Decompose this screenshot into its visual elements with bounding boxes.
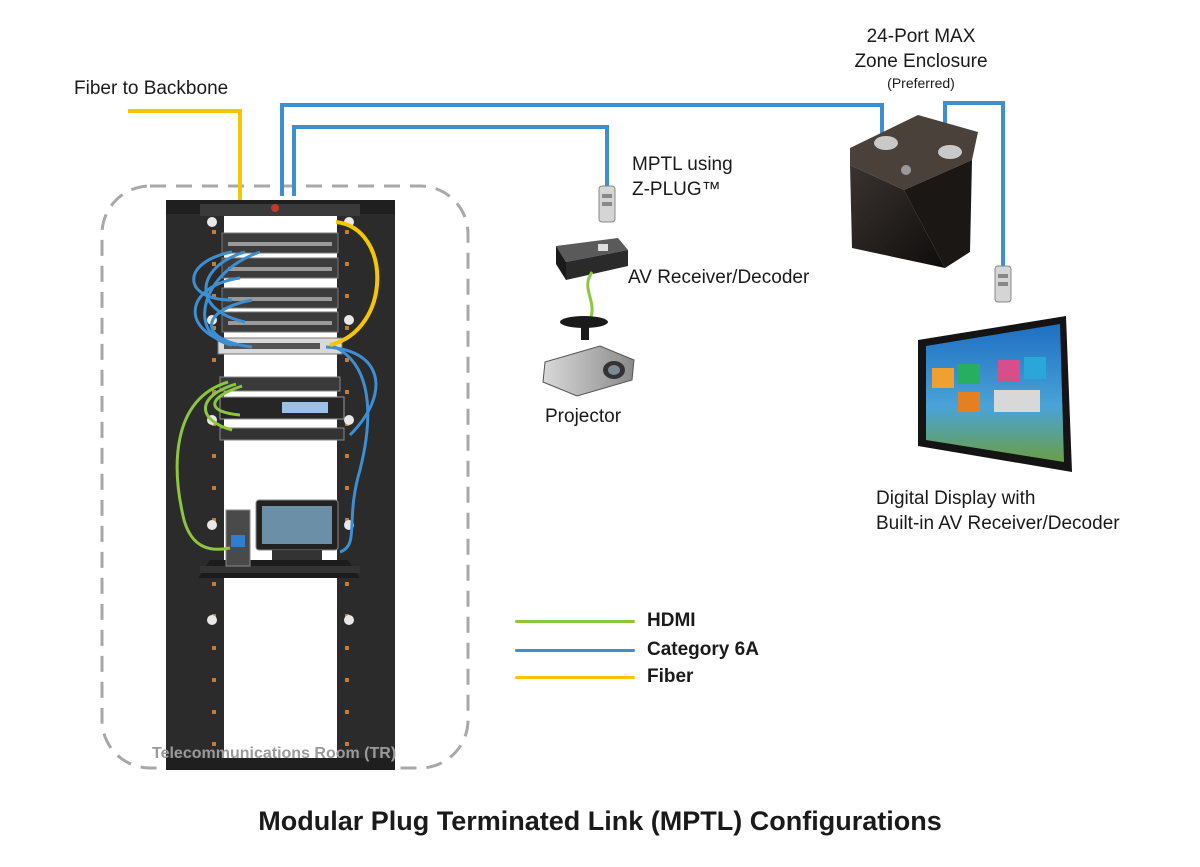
patch-panel-1	[221, 232, 339, 254]
mptl-label: MPTL using Z-PLUG™	[632, 152, 733, 202]
display-plug-connector	[994, 265, 1012, 303]
patch-panel-4	[221, 311, 339, 333]
legend-label-cat6a: Category 6A	[647, 639, 759, 660]
zone-enclosure-label-line1: 24-Port MAX	[866, 26, 976, 47]
legend-item-cat6a: Category 6A	[515, 637, 759, 663]
zone-enclosure-label-line2: Zone Enclosure	[854, 51, 988, 72]
fiber-patch-cord	[329, 220, 380, 347]
legend-swatch-fiber	[515, 675, 635, 679]
mptl-label-line2: Z-PLUG™	[632, 179, 721, 200]
fiber-backbone-cable	[128, 109, 242, 212]
media-player	[225, 509, 251, 567]
cat6a-link-to-zone-enclosure-a	[280, 103, 884, 196]
fiber-to-backbone-label: Fiber to Backbone	[74, 78, 229, 99]
av-receiver-label: AV Receiver/Decoder	[628, 267, 810, 288]
cat6a-patch-cords	[192, 250, 378, 554]
cat6a-link-to-mptl	[292, 125, 609, 196]
digital-display-label: Digital Display with Built-in AV Receive…	[876, 486, 1120, 536]
legend-item-hdmi: HDMI	[515, 608, 696, 634]
digital-display	[918, 316, 1072, 472]
av-receiver-decoder	[556, 238, 628, 280]
projector	[542, 316, 635, 397]
equipment-rack	[166, 200, 395, 770]
legend-swatch-cat6a	[515, 648, 635, 652]
av-encoder-unit	[219, 396, 345, 420]
patch-panel-3	[221, 287, 339, 309]
z-plug-connector	[598, 185, 616, 223]
legend-label-hdmi: HDMI	[647, 610, 696, 631]
rack-shelf	[198, 560, 360, 578]
hdmi-receiver-to-projector	[586, 271, 594, 321]
zone-enclosure-label: 24-Port MAX Zone Enclosure (Preferred)	[836, 24, 1006, 92]
network-switch	[217, 337, 343, 355]
patch-panel-2	[221, 257, 339, 279]
page-title: Modular Plug Terminated Link (MPTL) Conf…	[258, 806, 942, 836]
legend-item-fiber: Fiber	[515, 664, 693, 690]
legend-swatch-hdmi	[515, 619, 635, 623]
hdmi-patch-cords	[175, 380, 243, 551]
digital-display-label-line2: Built-in AV Receiver/Decoder	[876, 513, 1120, 534]
zone-enclosure-note: (Preferred)	[887, 75, 955, 91]
mptl-label-line1: MPTL using	[632, 154, 733, 175]
legend-label-fiber: Fiber	[647, 666, 694, 687]
touch-monitor	[255, 499, 339, 560]
audio-unit	[219, 427, 345, 441]
projector-label: Projector	[545, 406, 622, 427]
tr-room-label: Telecommunications Room (TR)	[152, 745, 397, 762]
digital-display-label-line1: Digital Display with	[876, 488, 1036, 509]
zone-enclosure-box	[850, 115, 978, 268]
